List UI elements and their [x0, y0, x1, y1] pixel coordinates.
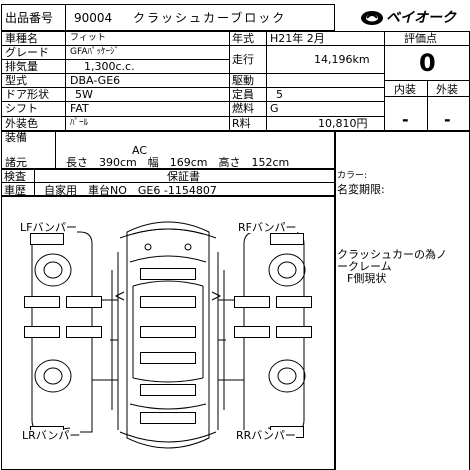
rf-bumper-label: RFバンパー: [238, 221, 297, 234]
doors-value: 5W: [75, 88, 93, 101]
damage-box-center-1: [140, 268, 196, 280]
damage-box-center-4: [140, 352, 196, 364]
page-title: クラッシュカーブロック: [133, 11, 287, 25]
damage-box-center-6: [140, 412, 196, 424]
equipment-label: 装備: [5, 131, 27, 144]
inspection-label: 検査: [4, 170, 26, 183]
rfee-label: R料: [232, 117, 251, 130]
dims-value: 長さ 390cm 幅 169cm 高さ 152cm: [66, 156, 290, 169]
shift-value: FAT: [70, 102, 89, 115]
note-line-1: クラッシュカーの為ノ: [337, 248, 447, 261]
rr-bumper-label: RRバンパー: [236, 429, 296, 442]
shift-label: シフト: [5, 102, 38, 115]
damage-box-center-2: [140, 296, 196, 308]
type-value: DBA-GE6: [70, 74, 121, 87]
lf-bumper-label: LFバンパー: [20, 221, 78, 234]
mileage-label: 走行: [232, 53, 254, 66]
displacement-value: 1,300c.c.: [84, 60, 135, 73]
year-label: 年式: [232, 32, 254, 45]
rfee-value: 10,810円: [318, 117, 368, 130]
exterior-value: -: [444, 110, 451, 129]
dims-label: 諸元: [5, 156, 27, 169]
damage-box-rf-top: [270, 233, 304, 245]
score-label: 評価点: [404, 32, 437, 45]
year-value: H21年 2月: [270, 32, 325, 45]
damage-box-right-3: [234, 326, 270, 338]
doors-label: ドア形状: [5, 88, 49, 101]
damage-box-center-5: [140, 384, 196, 396]
interior-label: 内装: [394, 83, 416, 96]
grade-value: GFAﾊﾟｯｹｰｼﾞ: [70, 47, 119, 57]
damage-box-left-1: [24, 296, 60, 308]
damage-box-left-2: [66, 296, 102, 308]
score-value: 0: [419, 49, 436, 77]
fuel-label: 燃料: [232, 102, 254, 115]
warranty-label: 保証書: [167, 170, 200, 183]
fuel-value: G: [270, 102, 279, 115]
displacement-label: 排気量: [5, 60, 38, 73]
color-note-label: カラー:: [337, 171, 368, 181]
exterior-label: 外装: [436, 83, 458, 96]
interior-value: -: [402, 110, 409, 129]
equipment-section: [1, 131, 335, 169]
header-bar: [1, 4, 335, 31]
history-value: 自家用 車台NO GE6 -1154807: [44, 184, 217, 197]
seats-label: 定員: [232, 88, 254, 101]
model-value: フィット: [70, 33, 106, 43]
damage-box-lf-top: [30, 233, 64, 245]
type-label: 型式: [5, 74, 27, 87]
color-value: ﾊﾟｰﾙ: [70, 118, 89, 128]
damage-box-left-3: [24, 326, 60, 338]
damage-box-right-2: [276, 296, 312, 308]
lot-number: 90004: [74, 11, 113, 25]
equipment-value: AC: [132, 144, 148, 157]
lot-label: 出品番号: [5, 11, 54, 25]
mileage-value: 14,196km: [314, 53, 370, 66]
note-line-2: ークレーム: [337, 260, 392, 273]
rename-deadline-label: 名変期限:: [337, 183, 385, 196]
history-label: 車歴: [4, 184, 26, 197]
damage-box-right-1: [234, 296, 270, 308]
grade-label: グレード: [5, 46, 49, 59]
seats-value: 5: [276, 88, 283, 101]
drive-label: 駆動: [232, 74, 254, 87]
brand-name: ベイオーク: [386, 10, 456, 26]
color-label: 外装色: [5, 117, 38, 130]
damage-box-right-4: [276, 326, 312, 338]
model-label: 車種名: [5, 32, 38, 45]
note-line-3: F側現状: [347, 272, 387, 285]
lr-bumper-label: LRバンパー: [22, 429, 81, 442]
damage-box-left-4: [66, 326, 102, 338]
damage-box-center-3: [140, 326, 196, 338]
